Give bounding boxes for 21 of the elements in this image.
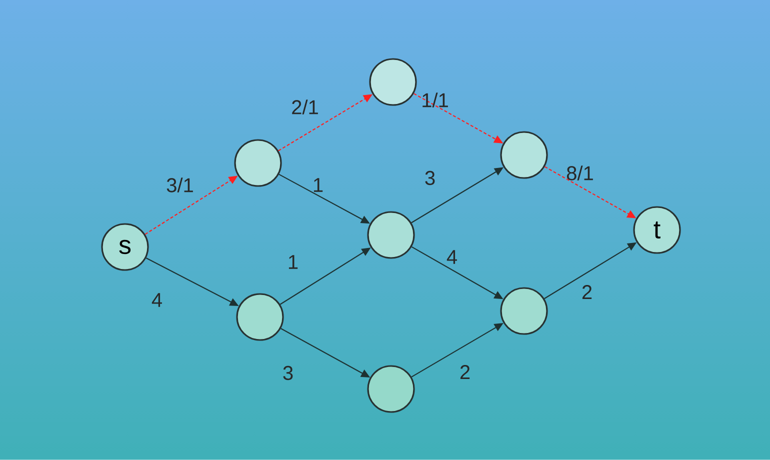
edge-label: 2 [582,285,592,299]
edge-label: 4 [152,293,162,307]
edge-label: 3/1 [166,178,193,192]
edge-label: 8/1 [566,166,593,180]
vertex-circle [500,287,548,335]
vertex-circle [369,58,417,106]
edge-label: 2 [460,365,470,379]
vertex-circle [234,139,282,187]
edge-label: 1 [288,255,298,269]
vertex-circle [367,365,415,413]
edge-label: 1 [314,178,323,192]
vertex-circle [367,211,415,259]
labeled-vertex: s [101,223,149,271]
edge-label: 3 [425,170,435,186]
vertex-circle [500,131,548,179]
edge-label: 1/1 [422,92,448,108]
vertex-circle [236,293,284,341]
edge-label: 4 [446,250,457,264]
edge-label: 3 [283,366,293,380]
edge-label: 2/1 [292,100,318,114]
labeled-vertex: t [633,206,681,254]
